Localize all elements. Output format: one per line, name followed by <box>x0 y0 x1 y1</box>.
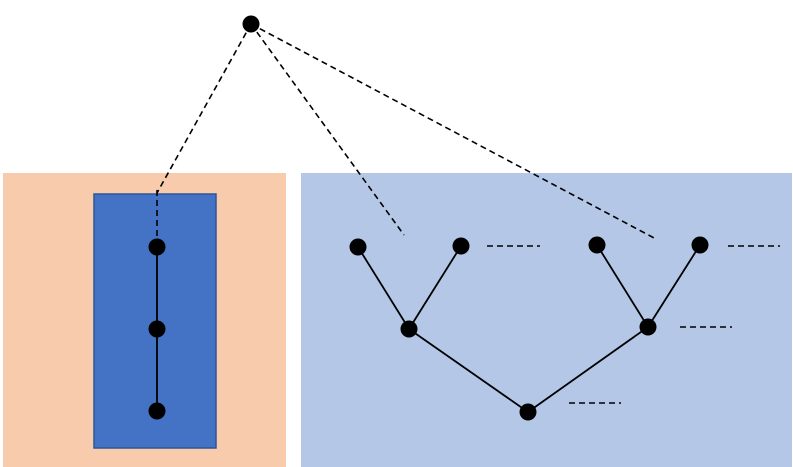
node-chain-bottom <box>148 402 166 420</box>
node-tree-mid-left <box>400 320 418 338</box>
dashed-edge-root-to-tree-right-subtree <box>250 23 657 240</box>
edge-tree-mid-right-to-tree-root <box>527 326 649 413</box>
dashed-edge-root-to-left-panel <box>156 23 252 194</box>
node-tree-root <box>519 403 537 421</box>
node-tree-leaf-1 <box>349 238 367 256</box>
edge-tree-leaf-2-to-tree-mid-left <box>408 245 462 330</box>
node-tree-leaf-4 <box>691 236 709 254</box>
right-panel <box>301 173 792 467</box>
ellipsis-markers <box>487 245 780 404</box>
edge-tree-leaf-4-to-tree-mid-right <box>647 244 701 328</box>
node-tree-leaf-3 <box>588 236 606 254</box>
edge-tree-leaf-1-to-tree-mid-left <box>357 246 410 330</box>
node-tree-mid-right <box>639 318 657 336</box>
node-chain-top <box>148 238 166 256</box>
node-tree-leaf-2 <box>452 237 470 255</box>
nodes <box>148 15 709 421</box>
edge-tree-leaf-3-to-tree-mid-right <box>596 244 649 328</box>
dashed-edges <box>156 23 657 240</box>
node-root <box>242 15 260 33</box>
dashed-edge-root-to-tree-left-subtree <box>250 23 405 236</box>
edge-tree-mid-left-to-tree-root <box>408 328 529 413</box>
node-chain-middle <box>148 320 166 338</box>
solid-edges <box>156 244 701 413</box>
